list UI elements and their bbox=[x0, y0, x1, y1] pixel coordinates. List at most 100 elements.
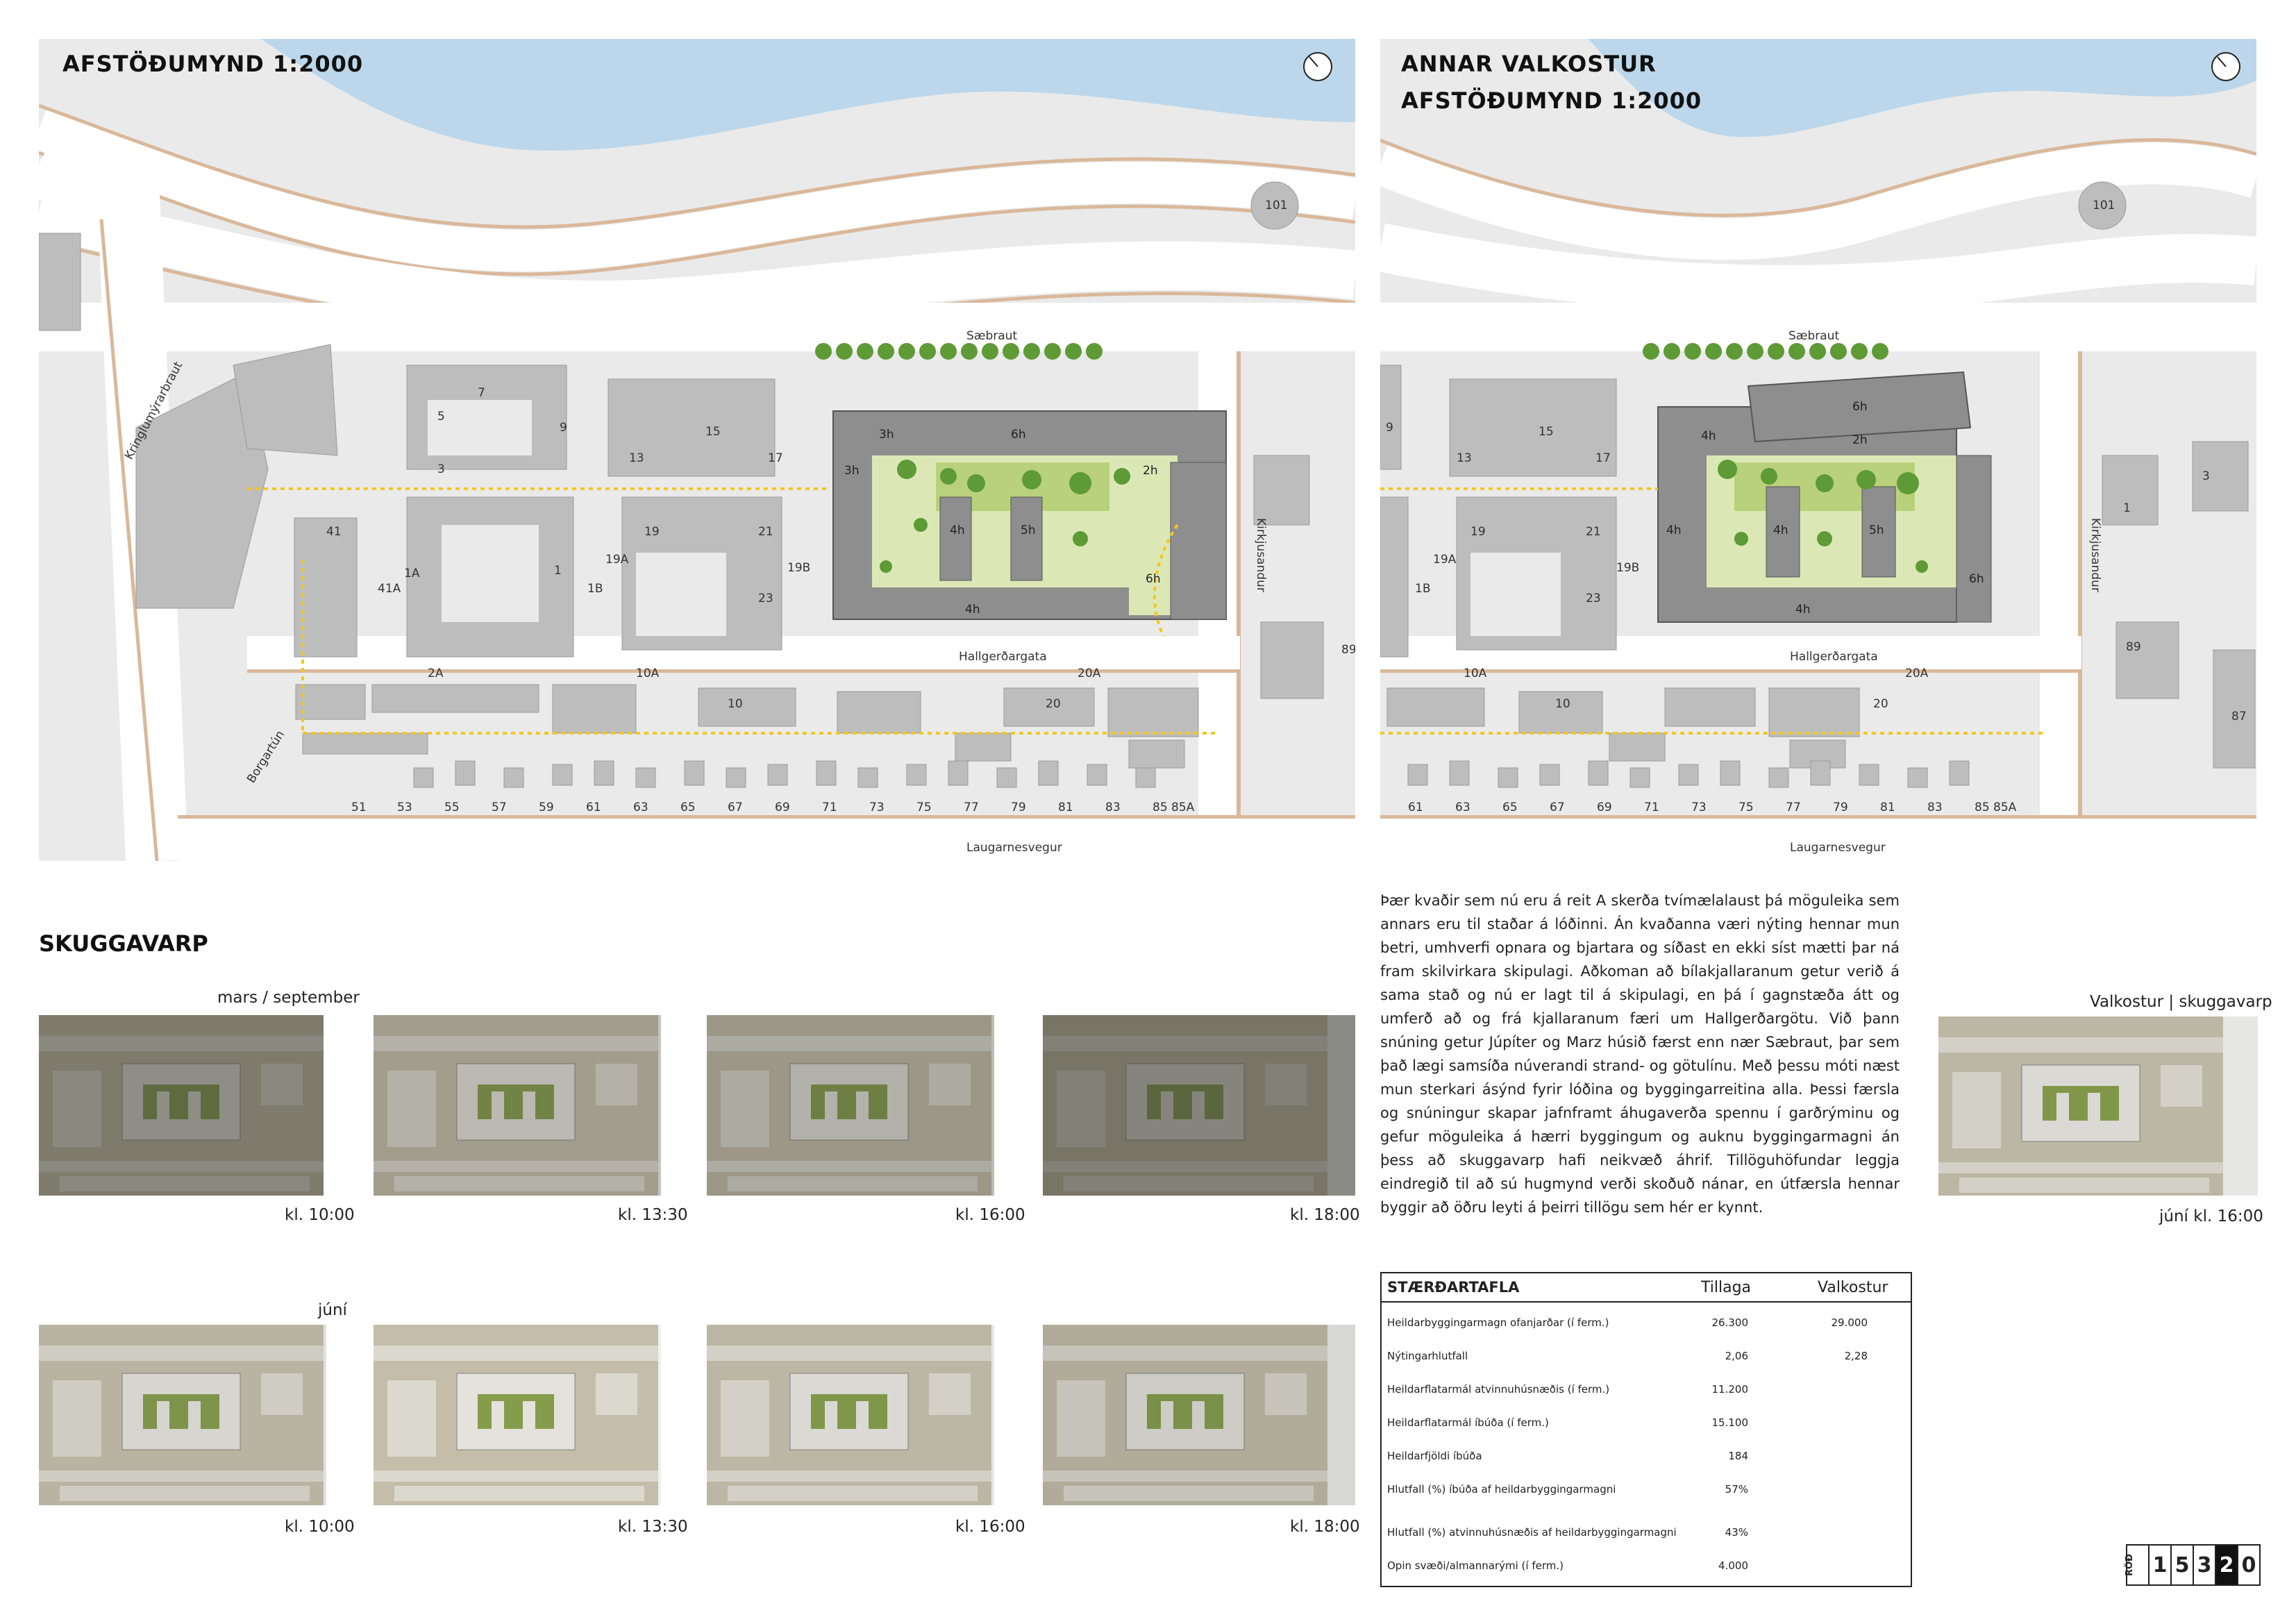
height-label: 4h bbox=[1773, 524, 1788, 537]
house-number: 77 bbox=[964, 801, 979, 814]
shadow-thumbnail bbox=[707, 1325, 994, 1505]
time-caption: kl. 10:00 bbox=[285, 1518, 355, 1536]
shadow-thumbnail bbox=[1043, 1015, 1355, 1196]
height-label: 2h bbox=[1143, 464, 1158, 478]
building-number: 19B bbox=[787, 561, 811, 575]
size-table-divider bbox=[1382, 1301, 1911, 1303]
house-number: 67 bbox=[1550, 801, 1565, 814]
house-number: 71 bbox=[1644, 801, 1659, 814]
building-number: 19B bbox=[1616, 561, 1640, 575]
building-number: 10 bbox=[728, 697, 743, 711]
size-table-col-tillaga: Tillaga bbox=[1701, 1279, 1752, 1296]
building-number: 1 bbox=[2123, 501, 2131, 515]
house-number-row: 61 63 65 67 69 71 73 75 77 79 81 83 85 8… bbox=[1408, 801, 2033, 817]
table-row-label: Hlutfall (%) atvinnuhúsnæðis af heildarb… bbox=[1387, 1526, 1677, 1539]
height-label: 4h bbox=[950, 524, 965, 537]
building-number: 19A bbox=[1433, 553, 1457, 567]
building-number: 10A bbox=[1464, 667, 1487, 680]
house-number: 55 bbox=[444, 801, 460, 814]
rod-digit: 5 bbox=[2170, 1546, 2193, 1584]
building-number: 3 bbox=[437, 462, 445, 476]
height-label: 4h bbox=[1666, 524, 1682, 537]
shadow-tile-svg bbox=[707, 1015, 994, 1196]
height-label: 6h bbox=[1146, 572, 1161, 586]
valkostur-shadow-thumbnail bbox=[1938, 1016, 2258, 1196]
street-kirkjusandur: Kirkjusandur bbox=[1254, 518, 1268, 592]
house-number: 53 bbox=[397, 801, 412, 814]
rod-digit: 0 bbox=[2237, 1546, 2259, 1584]
house-number: 61 bbox=[586, 801, 601, 814]
description-paragraph: Þær kvaðir sem nú eru á reit A skerða tv… bbox=[1380, 892, 1900, 1216]
street-kirkjusandur: Kirkjusandur bbox=[2088, 518, 2102, 592]
shadow-tile-svg bbox=[374, 1325, 661, 1505]
season-label-mars-september: mars / september bbox=[217, 989, 360, 1007]
building-number: 20 bbox=[1046, 697, 1061, 711]
height-label: 2h bbox=[1852, 433, 1868, 447]
time-caption: kl. 16:00 bbox=[955, 1518, 1025, 1536]
street-saebraut: Sæbraut bbox=[1788, 329, 1840, 343]
house-number: 79 bbox=[1011, 801, 1026, 814]
shadow-tile-svg bbox=[707, 1325, 994, 1505]
house-number: 61 bbox=[1408, 801, 1423, 814]
valkostur-shadow-caption: júní kl. 16:00 bbox=[2159, 1207, 2263, 1225]
house-number: 63 bbox=[633, 801, 648, 814]
building-number: 19 bbox=[644, 525, 660, 539]
height-label: 3h bbox=[879, 428, 894, 442]
height-label: 4h bbox=[1701, 429, 1716, 443]
house-number: 73 bbox=[1691, 801, 1707, 814]
table-row-label: Heildarfjöldi íbúða bbox=[1387, 1450, 1482, 1462]
house-number: 71 bbox=[822, 801, 837, 814]
table-value-tillaga: 2,06 bbox=[1725, 1350, 1748, 1362]
house-number: 79 bbox=[1833, 801, 1848, 814]
building-number: 20A bbox=[1078, 667, 1101, 680]
building-number: 101 bbox=[1265, 199, 1288, 212]
time-caption: kl. 18:00 bbox=[1290, 1518, 1360, 1536]
building-number: 10 bbox=[1555, 697, 1570, 711]
shadow-tile-svg bbox=[1043, 1015, 1355, 1196]
table-row-label: Nýtingarhlutfall bbox=[1387, 1350, 1468, 1362]
valkostur-shadow-title: Valkostur | skuggavarp bbox=[2090, 993, 2272, 1011]
building-number: 1 bbox=[554, 564, 562, 578]
building-number: 17 bbox=[768, 451, 783, 465]
street-saebraut: Sæbraut bbox=[966, 329, 1018, 343]
table-value-tillaga: 26.300 bbox=[1711, 1316, 1749, 1329]
house-number: 77 bbox=[1786, 801, 1801, 814]
shadow-thumbnail bbox=[707, 1015, 994, 1196]
building-number: 23 bbox=[758, 592, 773, 605]
building-number: 1A bbox=[404, 567, 420, 580]
house-number: 83 bbox=[1105, 801, 1121, 814]
season-label-juni: júní bbox=[318, 1301, 347, 1319]
street-laugarnesvegur: Laugarnesvegur bbox=[966, 841, 1062, 855]
building-number: 7 bbox=[478, 386, 485, 400]
time-caption: kl. 13:30 bbox=[618, 1518, 688, 1536]
right-site-plan-drawing bbox=[1380, 39, 2256, 861]
building-number: 13 bbox=[629, 451, 644, 465]
shadow-thumbnail bbox=[1043, 1325, 1355, 1505]
house-number: 85 85A bbox=[1975, 801, 2017, 814]
table-value-tillaga: 11.200 bbox=[1711, 1383, 1749, 1396]
table-value-valkostur: 29.000 bbox=[1831, 1316, 1868, 1329]
rod-digit: 1 bbox=[2148, 1546, 2170, 1584]
house-number: 69 bbox=[775, 801, 790, 814]
table-row-label: Heildarflatarmál íbúða (í ferm.) bbox=[1387, 1416, 1549, 1429]
building-number: 89 bbox=[2126, 640, 2141, 654]
house-number: 65 bbox=[680, 801, 696, 814]
building-number: 15 bbox=[705, 425, 721, 439]
house-number: 75 bbox=[916, 801, 932, 814]
building-number: 2A bbox=[428, 667, 444, 680]
right-map-title-1: ANNAR VALKOSTUR bbox=[1401, 51, 1657, 77]
left-map-title: AFSTÖÐUMYND 1:2000 bbox=[62, 51, 364, 77]
building-number: 101 bbox=[2093, 199, 2115, 212]
height-label: 6h bbox=[1011, 428, 1026, 442]
building-number: 5 bbox=[437, 410, 445, 424]
building-number: 41A bbox=[378, 582, 401, 596]
size-table: STÆRÐARTAFLA Tillaga Valkostur Heildarby… bbox=[1380, 1272, 1912, 1587]
shadow-tile-svg bbox=[39, 1325, 326, 1505]
building-number: 13 bbox=[1457, 451, 1472, 465]
time-caption: kl. 16:00 bbox=[955, 1206, 1025, 1224]
building-number: 20 bbox=[1873, 697, 1888, 711]
time-caption: kl. 18:00 bbox=[1290, 1206, 1360, 1224]
table-value-tillaga: 57% bbox=[1725, 1483, 1748, 1496]
right-map-title-2: AFSTÖÐUMYND 1:2000 bbox=[1401, 87, 1702, 114]
building-number: 1B bbox=[1415, 582, 1431, 596]
